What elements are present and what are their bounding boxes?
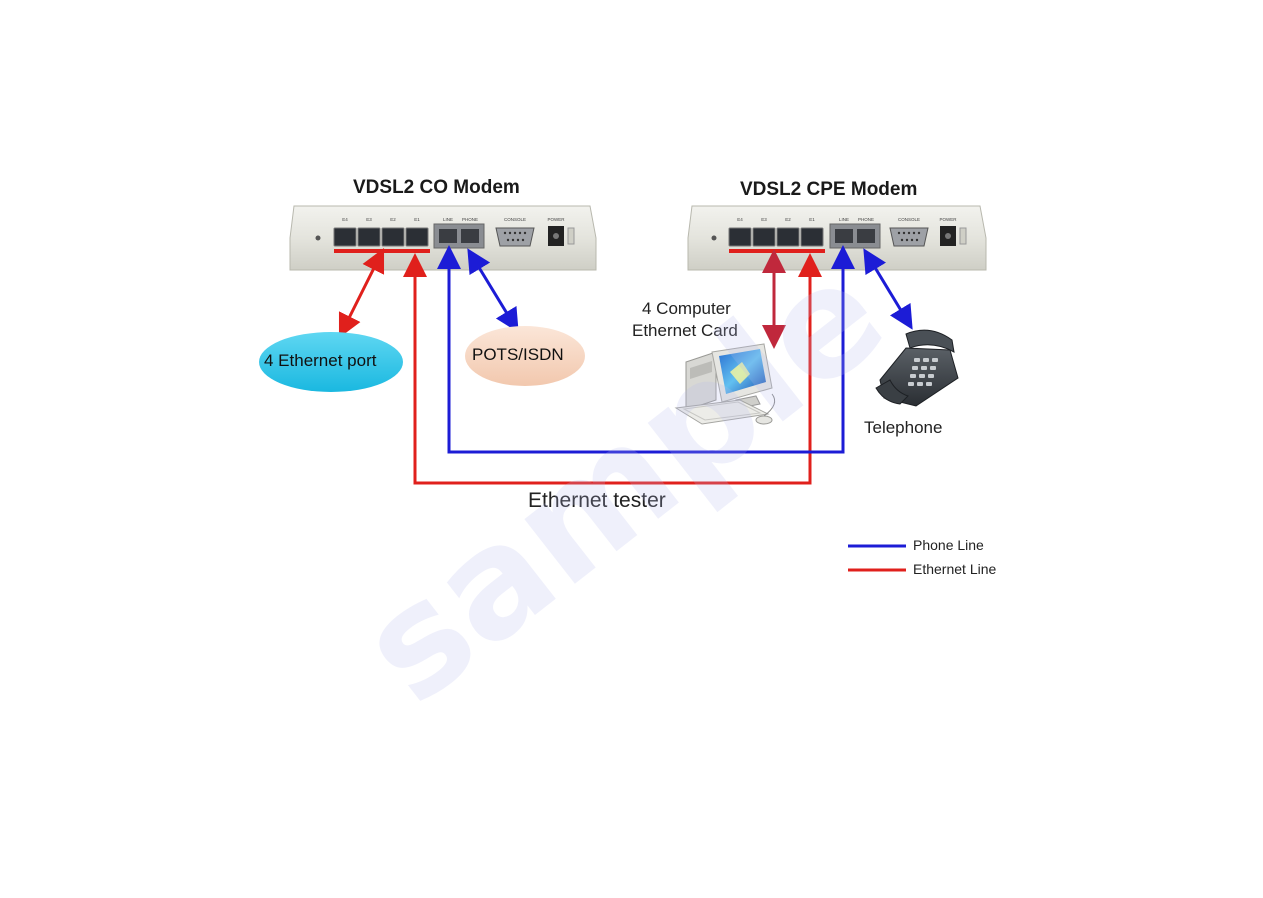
- cpe-power-jack: [940, 226, 967, 246]
- cpe-ethernet-underline: [729, 249, 825, 253]
- cpe-port-label: CONSOLE: [898, 217, 920, 222]
- co-port-label: E3: [366, 217, 372, 222]
- computer-label-line2: Ethernet Card: [632, 321, 738, 340]
- pots-isdn-bubble: [465, 326, 585, 386]
- ethernet-tester-label: Ethernet tester: [528, 489, 666, 512]
- co-port-label: E2: [390, 217, 396, 222]
- pots-isdn-label: POTS/ISDN: [472, 345, 564, 364]
- legend-phone-label: Phone Line: [913, 537, 984, 553]
- co-port-label: E4: [342, 217, 348, 222]
- co-ethernet-underline: [334, 249, 430, 253]
- co-ethernet-arrow: [338, 247, 385, 339]
- co-port-label: E1: [414, 217, 420, 222]
- cpe-console-port: [889, 227, 929, 247]
- cpe-telephone-arrow: [863, 248, 913, 330]
- co-port-label: LINE: [443, 217, 453, 222]
- cpe-modem-title: VDSL2 CPE Modem: [740, 179, 918, 200]
- computer-icon: [674, 343, 776, 425]
- cpe-ethernet-ports: [728, 227, 824, 247]
- cpe-port-label: POWER: [939, 217, 957, 222]
- cpe-led-icon: [711, 235, 717, 241]
- telephone-label: Telephone: [864, 418, 943, 437]
- co-phone-arrow: [467, 248, 519, 333]
- co-modem: E4 E3 E2 E1 LINE PHONE CONSOLE POWER: [289, 205, 597, 271]
- legend-ethernet-label: Ethernet Line: [913, 561, 997, 577]
- ethernet-tester-line: [403, 253, 822, 485]
- telephone-icon: [875, 329, 959, 407]
- co-modem-title: VDSL2 CO Modem: [353, 177, 520, 198]
- ethernet-port-label: 4 Ethernet port: [264, 351, 377, 370]
- cpe-modem: E4 E3 E2 E1 LINE PHONE CONSOLE POWER: [687, 205, 987, 271]
- phone-loop-line: [437, 245, 855, 454]
- co-console-port: [495, 227, 535, 247]
- co-ethernet-ports: [333, 227, 429, 247]
- cpe-port-label: E2: [785, 217, 791, 222]
- co-port-label: CONSOLE: [504, 217, 526, 222]
- cpe-line-phone-ports: [829, 223, 881, 249]
- co-led-icon: [315, 235, 321, 241]
- co-port-label: PHONE: [462, 217, 478, 222]
- co-port-label: POWER: [547, 217, 565, 222]
- cpe-port-label: E1: [809, 217, 815, 222]
- co-line-phone-ports: [433, 223, 485, 249]
- cpe-port-label: PHONE: [858, 217, 874, 222]
- cpe-port-label: E3: [761, 217, 767, 222]
- cpe-port-label: LINE: [839, 217, 849, 222]
- ethernet-port-bubble: [259, 332, 403, 392]
- co-power-jack: [548, 226, 575, 246]
- cpe-port-label: E4: [737, 217, 743, 222]
- computer-label-line1: 4 Computer: [642, 299, 731, 318]
